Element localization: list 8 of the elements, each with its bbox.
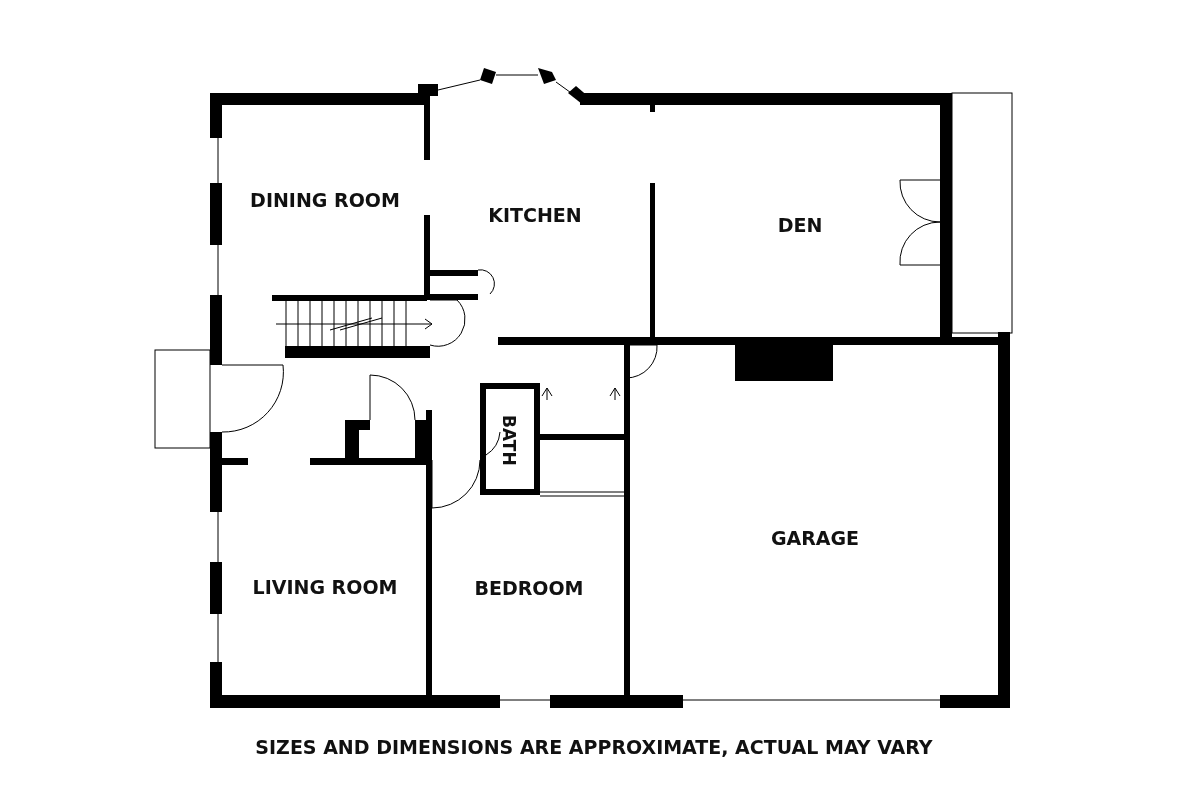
room-label: DINING ROOM xyxy=(230,180,420,220)
room-label: BATH xyxy=(488,395,530,485)
room-label: BEDROOM xyxy=(438,568,620,608)
disclaimer-caption: SIZES AND DIMENSIONS ARE APPROXIMATE, ACTUAL MAY VARY xyxy=(254,736,934,758)
room-label: LIVING ROOM xyxy=(230,567,420,607)
room-label: GARAGE xyxy=(640,518,990,558)
room-label: DEN xyxy=(660,205,940,245)
room-label: KITCHEN xyxy=(440,195,630,235)
